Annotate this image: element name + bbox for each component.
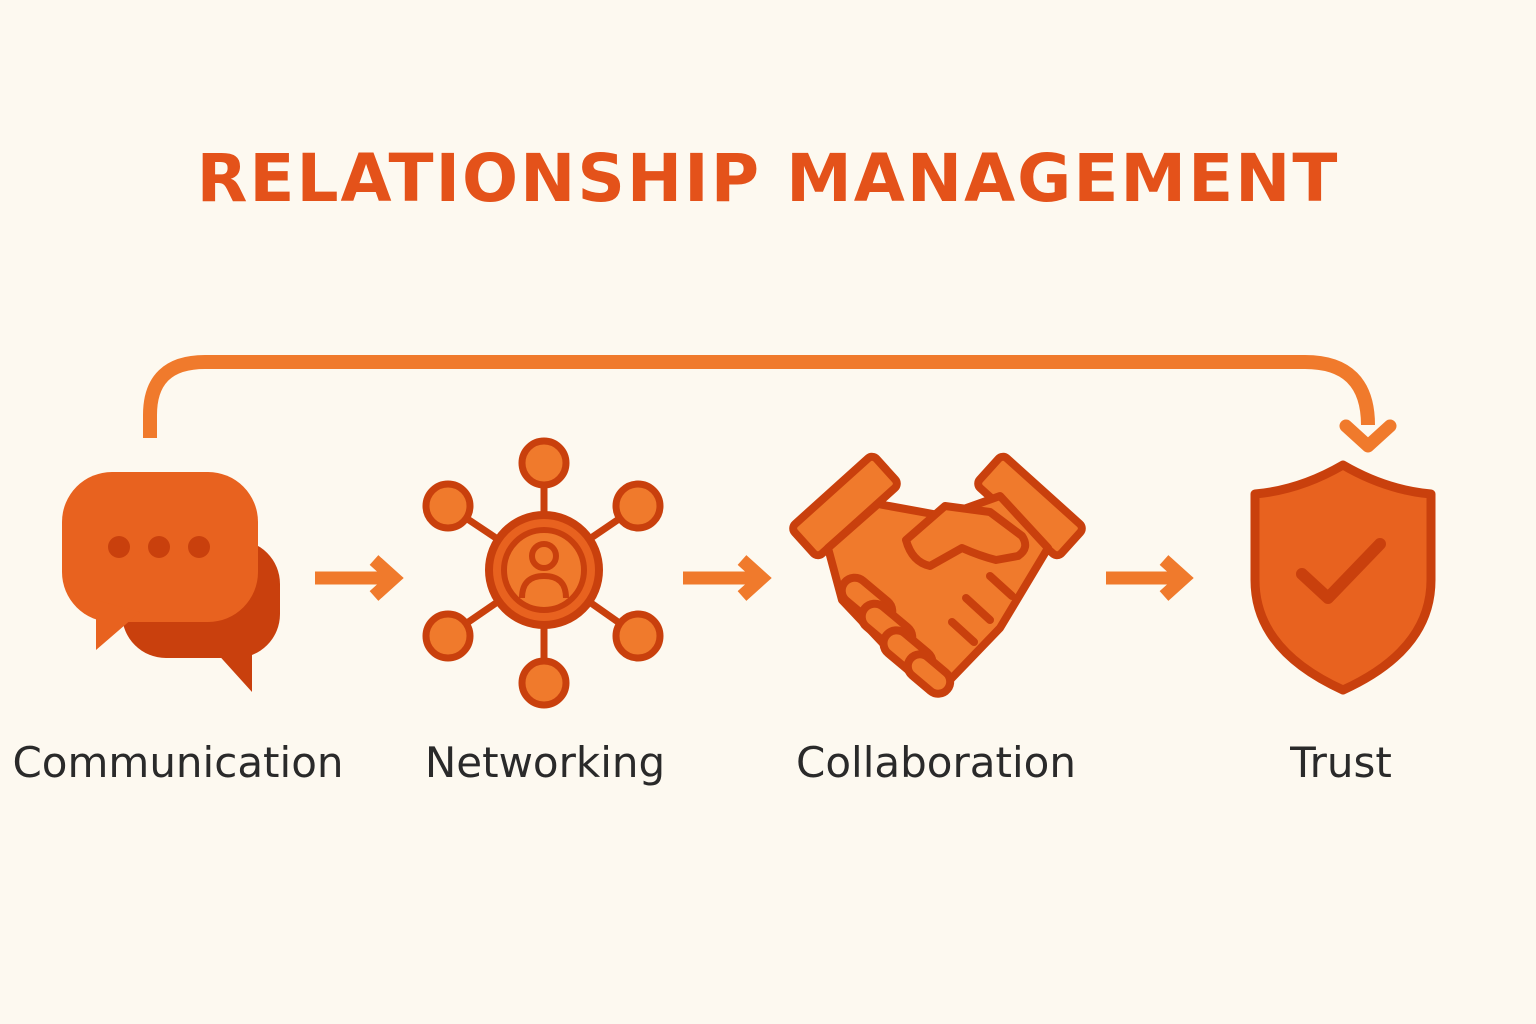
- arrow-right-icon: [1106, 555, 1194, 601]
- label-trust: Trust: [1290, 738, 1392, 787]
- arrow-right-icon: [683, 555, 772, 601]
- curved-arrow-icon: [143, 355, 1397, 453]
- label-collaboration: Collaboration: [796, 738, 1076, 787]
- network-user-icon: [422, 437, 664, 709]
- shield-check-icon: [1250, 460, 1436, 695]
- label-networking: Networking: [424, 738, 666, 787]
- page-title: RELATIONSHIP MANAGEMENT: [196, 140, 1340, 217]
- speech-bubbles-icon: [62, 472, 280, 692]
- handshake-icon: [789, 452, 1086, 698]
- label-communication: Communication: [12, 738, 344, 787]
- arrow-right-icon: [315, 555, 404, 601]
